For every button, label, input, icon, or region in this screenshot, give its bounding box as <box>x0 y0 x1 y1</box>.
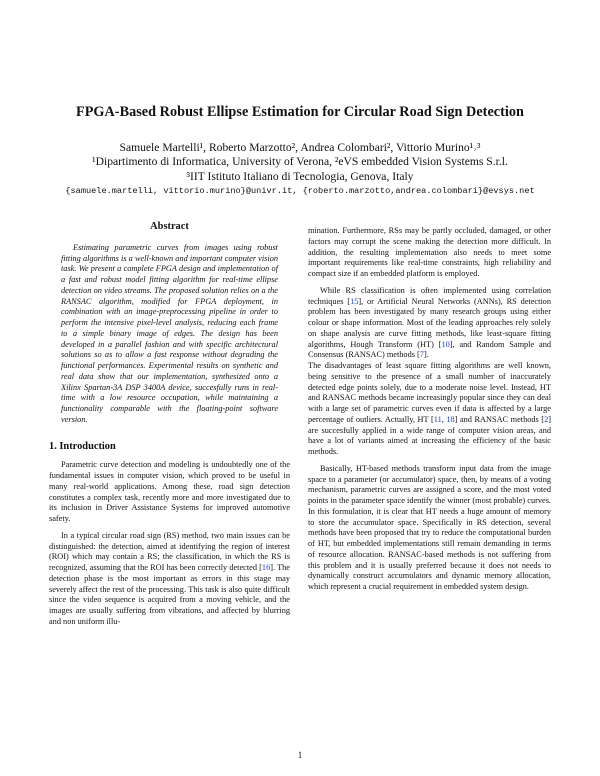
citation-link[interactable]: 7 <box>419 350 424 360</box>
author-block: Samuele Martelli¹, Roberto Marzotto², An… <box>20 141 580 199</box>
paper-title: FPGA-Based Robust Ellipse Estimation for… <box>75 104 524 120</box>
section-heading-introduction: 1. Introduction <box>49 440 116 452</box>
paragraph-disadvantages: The disadvantages of least square fittin… <box>308 361 551 456</box>
citation-link[interactable]: 11 <box>433 414 442 424</box>
author-names: Samuele Martelli¹, Roberto Marzotto², An… <box>119 141 481 154</box>
right-column: mination. Furthermore, RSs may be partly… <box>308 226 551 593</box>
abstract-heading: Abstract <box>150 221 189 232</box>
affiliation-1: ¹Dipartimento di Informatica, University… <box>92 155 508 169</box>
paragraph-rs-detection: While RS classification is often impleme… <box>308 285 551 360</box>
left-column: Abstract Estimating parametric curves fr… <box>49 221 290 628</box>
page-number: 1 <box>297 750 303 760</box>
citation-link[interactable]: 16 <box>261 563 271 572</box>
abstract-text: Estimating parametric curves from images… <box>61 242 278 424</box>
author-emails: {samuele.martelli, vittorio.murino}@univ… <box>65 186 535 197</box>
citation-link[interactable]: 2 <box>544 414 549 424</box>
paragraph-continuation: mination. Furthermore, RSs may be partly… <box>308 226 551 278</box>
citation-link[interactable]: 15 <box>350 296 359 306</box>
paragraph-ht-methods: Basically, HT-based methods transform in… <box>308 463 551 591</box>
intro-paragraph-1: Parametric curve detection and modeling … <box>49 460 290 523</box>
citation-link[interactable]: 18 <box>446 414 455 424</box>
citation-link[interactable]: 10 <box>441 339 450 349</box>
affiliation-2: ³IIT Istituto Italiano di Tecnologia, Ge… <box>186 169 414 183</box>
intro-paragraph-2: In a typical circular road sign (RS) met… <box>49 530 290 626</box>
